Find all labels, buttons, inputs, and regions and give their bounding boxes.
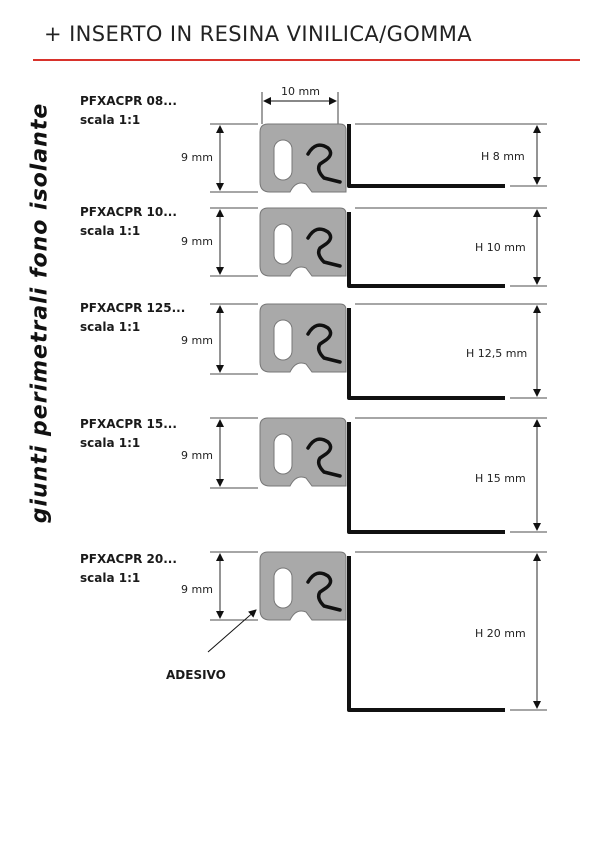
insert-height-label-3: 9 mm xyxy=(180,334,214,347)
profile-drawing-1 xyxy=(210,122,547,194)
profile-height-label-3: H 12,5 mm xyxy=(465,347,529,360)
profile-height-label-4: H 15 mm xyxy=(474,472,527,485)
header-divider xyxy=(33,59,580,61)
profile-drawing-2 xyxy=(210,206,547,288)
profile-scale-4: scala 1:1 xyxy=(80,436,141,450)
profile-code-3: PFXACPR 125... xyxy=(80,301,186,315)
profile-drawing-4 xyxy=(210,416,547,534)
profile-height-label-5: H 20 mm xyxy=(474,627,527,640)
width-dimension-label: 10 mm xyxy=(280,85,321,98)
profile-code-2: PFXACPR 10... xyxy=(80,205,177,219)
insert-height-label-4: 9 mm xyxy=(180,449,214,462)
insert-height-label-1: 9 mm xyxy=(180,151,214,164)
adhesive-pointer-arrow xyxy=(207,609,257,653)
profile-scale-5: scala 1:1 xyxy=(80,571,141,585)
profile-code-4: PFXACPR 15... xyxy=(80,417,177,431)
insert-height-label-5: 9 mm xyxy=(180,583,214,596)
page-title: + INSERTO IN RESINA VINILICA/GOMMA xyxy=(44,22,473,46)
width-dimension xyxy=(261,92,339,124)
profile-scale-2: scala 1:1 xyxy=(80,224,141,238)
profile-drawing-3 xyxy=(210,302,547,400)
profile-scale-1: scala 1:1 xyxy=(80,113,141,127)
profile-drawing-5 xyxy=(210,550,547,712)
profile-code-5: PFXACPR 20... xyxy=(80,552,177,566)
profile-code-1: PFXACPR 08... xyxy=(80,94,177,108)
adhesive-label: ADESIVO xyxy=(166,668,226,682)
profile-scale-3: scala 1:1 xyxy=(80,320,141,334)
profile-height-label-2: H 10 mm xyxy=(474,241,527,254)
insert-height-label-2: 9 mm xyxy=(180,235,214,248)
profile-height-label-1: H 8 mm xyxy=(480,150,526,163)
